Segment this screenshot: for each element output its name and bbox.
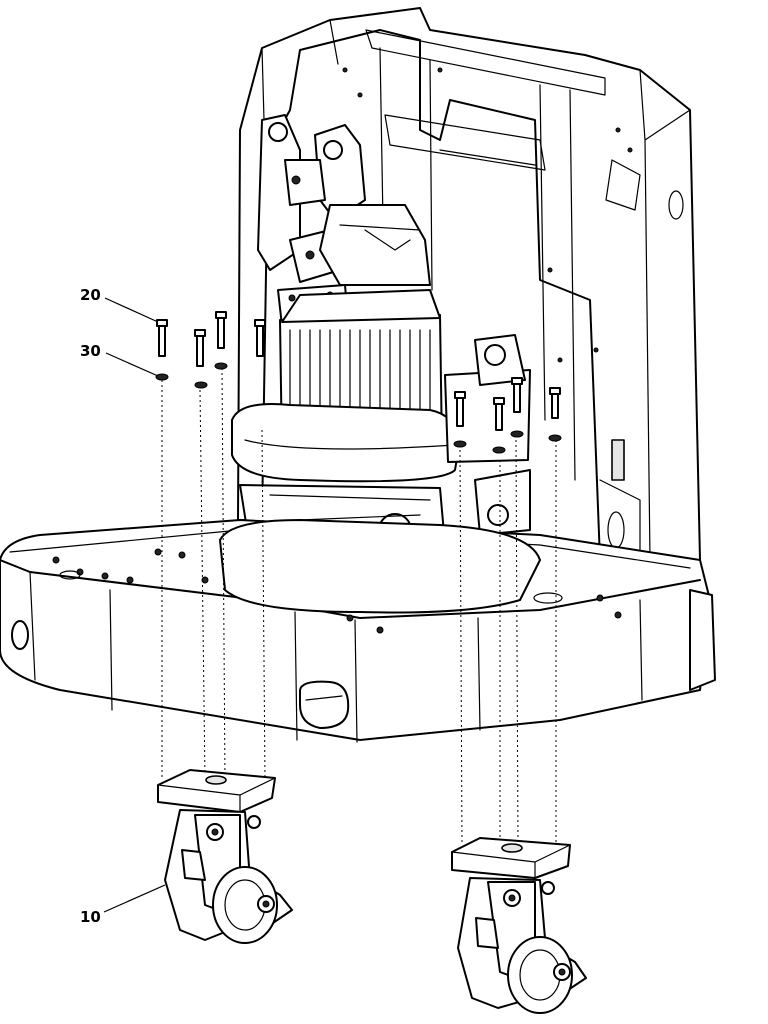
callout-label-20: 20 [80,286,101,304]
caster-wheel-left [157,769,293,944]
callout-20: 20 [80,286,159,323]
bolt-set-right [454,377,561,431]
bolt [215,311,227,349]
bolt [254,319,266,357]
upright-frame [237,7,701,601]
alignment-lines [161,367,557,846]
bolt [493,397,505,431]
callout-label-10: 10 [80,908,101,926]
washer-set [155,362,562,454]
callout-label-30: 30 [80,342,101,360]
callout-10: 10 [80,884,166,926]
bolt [156,319,168,357]
bolt [511,377,523,413]
pivot-bracket-assembly [257,114,366,283]
bolt [454,391,466,427]
bolt-set-left [156,311,266,367]
drive-motor [231,204,461,549]
caster-wheel-right [451,837,587,1014]
right-mount-bracket [444,334,531,536]
chassis-platform [0,519,716,743]
bolt [549,387,561,419]
bolt [194,329,206,367]
callout-30: 30 [80,342,159,377]
